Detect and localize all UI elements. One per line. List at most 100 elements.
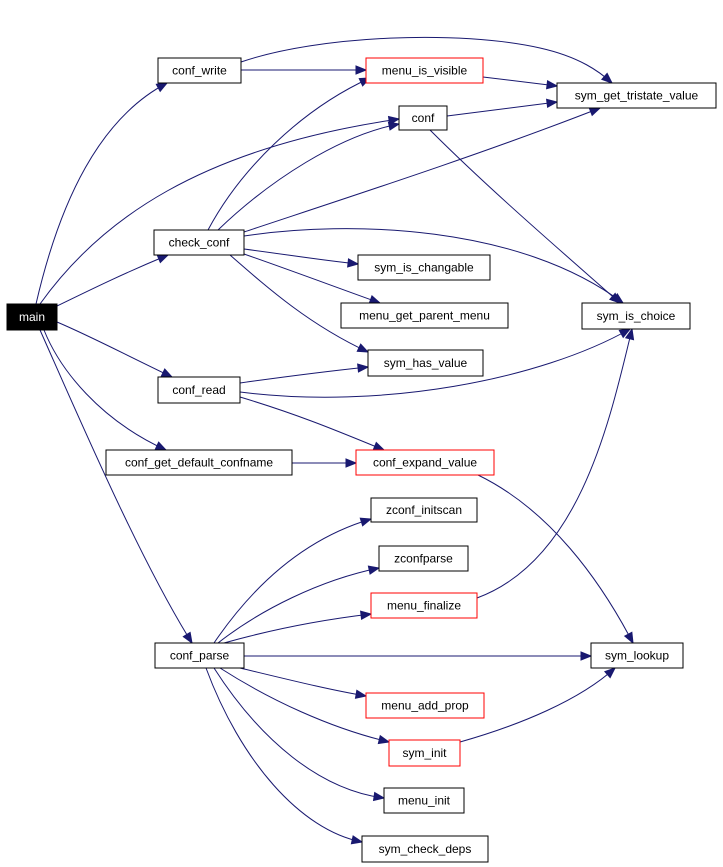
- edge-conf-read-to-conf-expand-value: [239, 396, 386, 451]
- edge-line: [35, 82, 168, 305]
- edge-line: [239, 396, 385, 451]
- node-label: menu_add_prop: [381, 699, 469, 713]
- node-conf-write[interactable]: conf_write: [157, 57, 242, 84]
- arrowhead-icon: [372, 791, 386, 802]
- arrowhead-icon: [545, 98, 559, 109]
- edge-line: [243, 107, 601, 233]
- node-sym-init[interactable]: sym_init: [388, 739, 461, 767]
- node-label: conf: [412, 111, 435, 125]
- node-menu-add-prop[interactable]: menu_add_prop: [365, 692, 485, 719]
- node-label: menu_get_parent_menu: [359, 309, 490, 323]
- edge-line: [476, 328, 633, 599]
- edge-line: [240, 36, 613, 84]
- node-box: [357, 254, 491, 281]
- node-menu-get-parent-menu[interactable]: menu_get_parent_menu: [340, 302, 509, 329]
- node-box: [6, 303, 58, 331]
- node-box: [370, 497, 478, 523]
- node-menu-finalize[interactable]: menu_finalize: [370, 592, 478, 619]
- node-zconf-initscan[interactable]: zconf_initscan: [370, 497, 478, 523]
- arrowhead-icon: [154, 441, 168, 451]
- edge-line: [239, 328, 631, 398]
- node-label: conf_expand_value: [373, 456, 477, 470]
- node-label: menu_init: [398, 794, 451, 808]
- node-box: [157, 376, 241, 404]
- edge-line: [39, 329, 193, 644]
- arrowhead-icon: [354, 689, 368, 699]
- arrowhead-icon: [368, 294, 382, 304]
- edge-conf-parse-to-sym-lookup: [244, 651, 593, 661]
- node-box: [556, 82, 717, 109]
- node-label: main: [19, 310, 45, 324]
- arrowhead-icon: [546, 80, 559, 90]
- node-label: sym_get_tristate_value: [575, 89, 699, 103]
- edge-line: [205, 667, 363, 843]
- node-conf-read[interactable]: conf_read: [157, 376, 241, 404]
- edge-check-conf-to-sym-is-choice: [243, 228, 625, 304]
- node-box: [105, 449, 293, 476]
- edge-main-to-conf-parse: [39, 329, 193, 645]
- arrowhead-icon: [182, 631, 193, 645]
- edge-line: [207, 77, 371, 231]
- edge-sym-init-to-sym-lookup: [459, 667, 617, 743]
- node-sym-check-deps[interactable]: sym_check_deps: [361, 835, 489, 863]
- node-sym-has-value[interactable]: sym_has_value: [367, 349, 484, 377]
- edge-main-to-conf-get-default-confname: [43, 329, 168, 451]
- node-sym-is-changable[interactable]: sym_is_changable: [357, 254, 491, 281]
- node-sym-lookup[interactable]: sym_lookup: [590, 642, 684, 669]
- node-box: [157, 57, 242, 84]
- edge-line: [243, 253, 381, 304]
- node-menu-init[interactable]: menu_init: [383, 787, 465, 814]
- node-sym-is-choice[interactable]: sym_is_choice: [581, 302, 691, 330]
- arrowhead-icon: [372, 441, 386, 451]
- edge-conf-write-to-menu-is-visible: [241, 65, 368, 75]
- edge-line: [482, 76, 558, 87]
- node-main[interactable]: main: [6, 303, 58, 331]
- node-zconfparse[interactable]: zconfparse: [378, 545, 469, 572]
- node-sym-get-tristate-value[interactable]: sym_get_tristate_value: [556, 82, 717, 109]
- arrowhead-icon: [377, 734, 391, 745]
- edge-line: [446, 101, 558, 117]
- edge-check-conf-to-menu-is-visible: [207, 77, 372, 231]
- edge-line: [239, 667, 367, 697]
- edge-conf-parse-to-sym-init: [219, 667, 391, 745]
- node-conf-parse[interactable]: conf_parse: [154, 642, 245, 669]
- arrowhead-icon: [345, 458, 358, 468]
- edge-line: [477, 474, 634, 644]
- node-box: [340, 302, 509, 329]
- edge-conf-get-default-confname-to-conf-expand-value: [292, 458, 358, 468]
- arrowhead-icon: [603, 667, 617, 679]
- node-label: sym_lookup: [605, 649, 669, 663]
- node-label: sym_check_deps: [379, 842, 472, 856]
- edge-line: [39, 118, 400, 305]
- edge-conf-parse-to-menu-add-prop: [239, 667, 368, 699]
- node-box: [365, 57, 484, 84]
- arrowhead-icon: [357, 363, 370, 373]
- edge-line: [56, 321, 173, 378]
- nodes-layer: main conf_write menu_is_visible sym_get_tri…: [6, 57, 717, 863]
- arrowhead-icon: [356, 343, 370, 353]
- edge-menu-finalize-to-sym-is-choice: [476, 327, 635, 599]
- node-box: [367, 349, 484, 377]
- edge-check-conf-to-sym-has-value: [229, 254, 370, 353]
- node-check-conf[interactable]: check_conf: [153, 229, 245, 256]
- edges-layer: [35, 36, 635, 845]
- node-conf-expand-value[interactable]: conf_expand_value: [355, 449, 495, 476]
- edge-line: [223, 613, 372, 644]
- edge-conf-parse-to-sym-check-deps: [205, 667, 364, 845]
- node-conf[interactable]: conf: [398, 105, 448, 131]
- node-label: zconfparse: [394, 552, 453, 566]
- arrowhead-icon: [355, 65, 368, 75]
- edge-main-to-conf-write: [35, 82, 169, 305]
- node-conf-get-default-confname[interactable]: conf_get_default_confname: [105, 449, 293, 476]
- edge-line: [217, 567, 380, 644]
- arrowhead-icon: [600, 72, 614, 84]
- node-box: [355, 449, 495, 476]
- edge-line: [219, 667, 390, 743]
- edge-line: [217, 123, 400, 231]
- arrowhead-icon: [618, 328, 632, 339]
- node-menu-is-visible[interactable]: menu_is_visible: [365, 57, 484, 84]
- node-box: [388, 739, 461, 767]
- edge-conf-expand-value-to-sym-lookup: [477, 474, 634, 645]
- arrowhead-icon: [623, 631, 634, 645]
